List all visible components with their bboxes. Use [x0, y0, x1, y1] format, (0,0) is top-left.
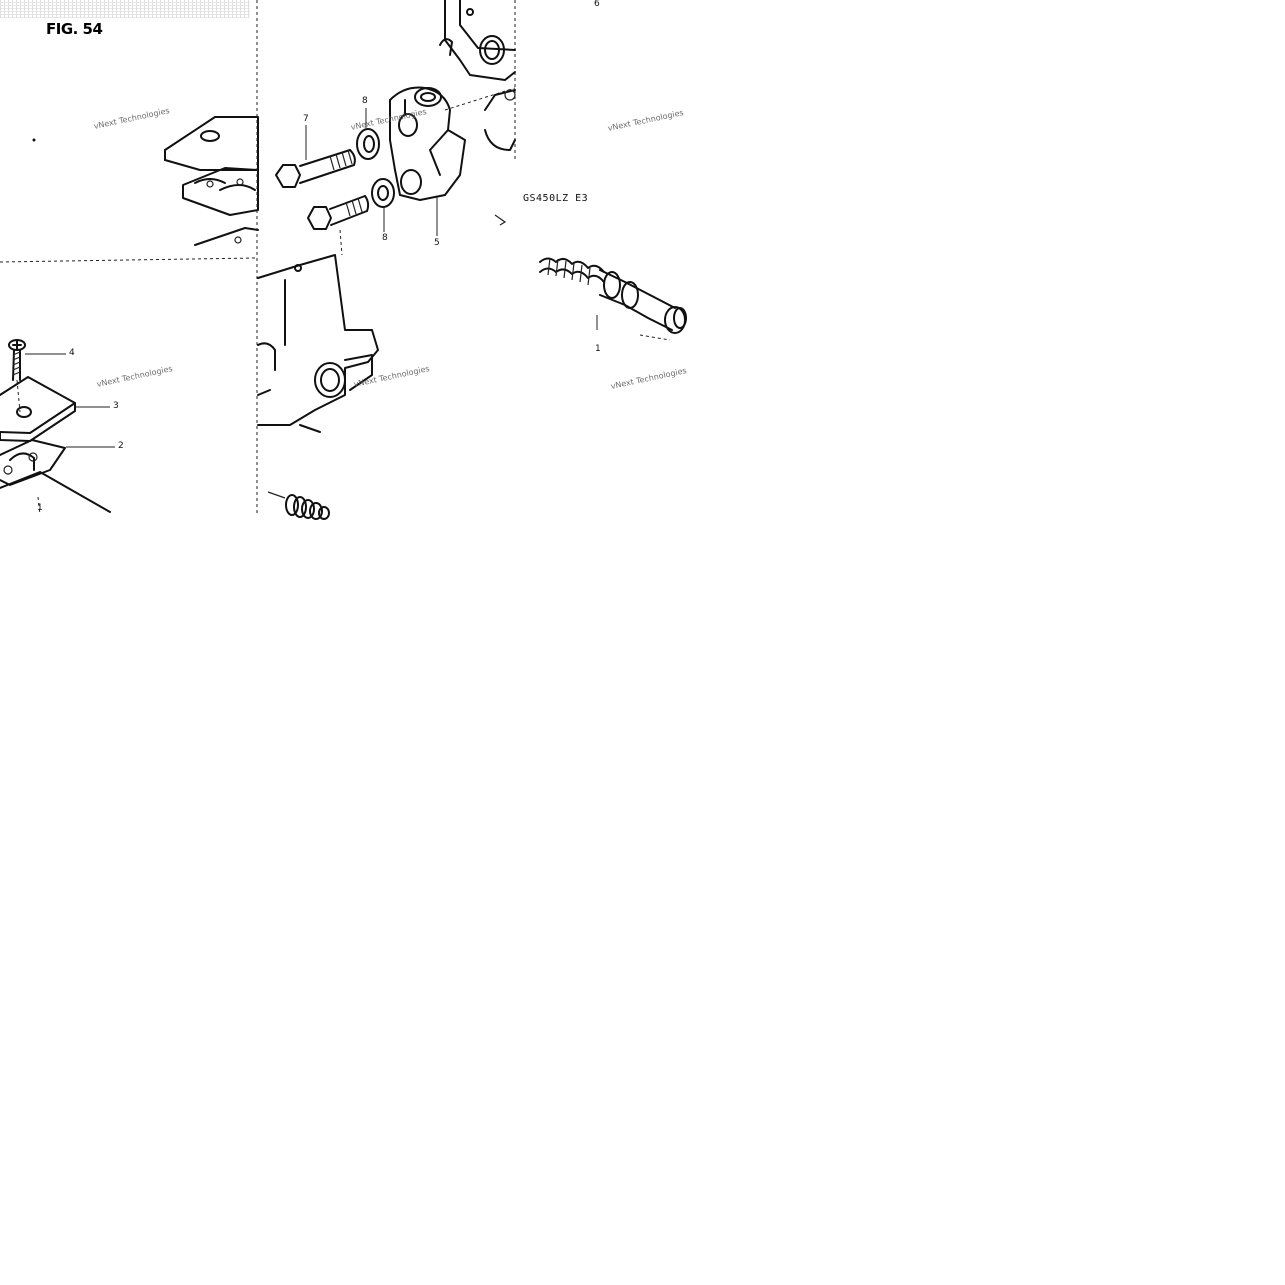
- screw-part-4: [8, 339, 26, 413]
- model-code-label: GS450LZ E3: [523, 193, 589, 204]
- bolt-part-7-upper: [275, 149, 356, 188]
- handlebar-holder-upper: [439, 0, 516, 151]
- rubber-mount-part-2: [0, 439, 66, 486]
- frame-edge: [194, 227, 259, 246]
- arrow-mark: [494, 214, 507, 226]
- figure-label: FIG. 54: [46, 20, 103, 38]
- callout-2: 2: [118, 441, 124, 451]
- callout-1-right: 1: [595, 344, 601, 354]
- plate-part-3: [0, 376, 76, 442]
- callout-8-top: 8: [362, 96, 368, 106]
- panel-divider: [0, 257, 256, 263]
- callout-7: 7: [303, 114, 309, 124]
- speck: [32, 138, 36, 142]
- spring-pin-part-1-right: [539, 257, 687, 334]
- callout-1-left: 1: [37, 503, 43, 513]
- bolt-part-7-lower: [307, 195, 370, 230]
- scan-noise: [0, 0, 250, 18]
- callout-8-bottom: 8: [382, 233, 388, 243]
- spring-center: [267, 491, 330, 520]
- washer-part-8-upper: [356, 128, 380, 160]
- handlebar-holder-lower: [257, 229, 379, 433]
- callout-5: 5: [434, 238, 440, 248]
- upper-plate-assembly: [164, 116, 259, 216]
- callout-6: 6: [594, 0, 600, 9]
- leader-dash-right: [639, 334, 671, 341]
- clamp-part-5: [389, 86, 466, 201]
- callout-4: 4: [69, 348, 75, 358]
- washer-part-8-lower: [371, 178, 395, 208]
- frame-hole: [234, 236, 242, 244]
- base-part-1-left: [0, 471, 111, 516]
- callout-3: 3: [113, 401, 119, 411]
